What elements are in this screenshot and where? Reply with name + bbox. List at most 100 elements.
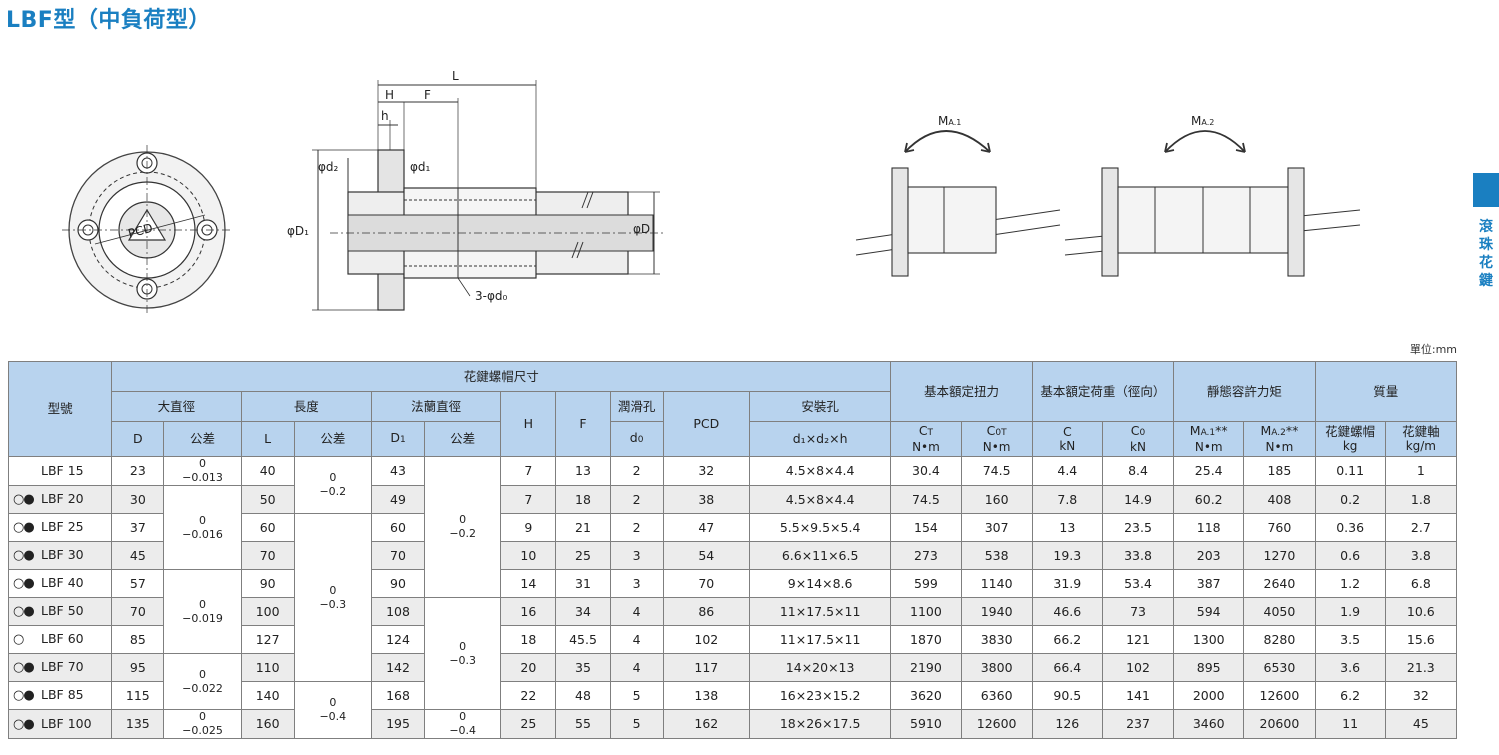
table-cell: 102	[1101, 653, 1175, 682]
table-cell: 9×14×8.6	[748, 569, 892, 598]
table-cell: 5	[609, 681, 664, 710]
col-flange-dia: 法蘭直徑	[370, 391, 502, 422]
front-view	[62, 145, 232, 315]
dim-d-big1: φD₁	[287, 224, 309, 238]
table-cell: 3	[609, 569, 664, 598]
table-cell: 2640	[1243, 569, 1316, 598]
table-cell: 57	[111, 569, 165, 598]
table-cell: 160	[240, 709, 295, 739]
table-cell: 594	[1173, 597, 1245, 626]
col-nut-dims: 花鍵螺帽尺寸	[111, 361, 892, 392]
table-cell: 23.5	[1101, 513, 1175, 542]
section-side-label: 滾珠花鍵	[1479, 219, 1493, 289]
table-cell: 70	[370, 541, 426, 570]
table-cell: 21.3	[1384, 653, 1458, 682]
table-cell: 3	[609, 541, 664, 570]
table-cell: 4	[609, 597, 664, 626]
dim-d1: φd₁	[410, 160, 431, 174]
table-cell: 90.5	[1031, 681, 1103, 710]
page-title: LBF型（中負荷型）	[6, 8, 211, 33]
moment-view-1	[855, 130, 1061, 277]
table-cell: 14.9	[1101, 485, 1175, 514]
table-cell: 2190	[890, 653, 962, 682]
table-cell: 115	[111, 681, 165, 710]
table-cell: 60.2	[1173, 485, 1245, 514]
table-cell: 18	[500, 625, 557, 654]
table-cell: 60	[370, 513, 426, 542]
table-cell: 538	[960, 541, 1033, 570]
table-cell: 237	[1101, 709, 1175, 739]
moment-view-2	[1064, 130, 1361, 277]
table-cell: 45	[111, 541, 165, 570]
table-cell: 70	[662, 569, 750, 598]
table-cell: 4.5×8×4.4	[748, 485, 892, 514]
table-cell: 30	[111, 485, 165, 514]
table-cell: 50	[240, 485, 295, 514]
table-cell: 3.6	[1314, 653, 1386, 682]
table-cell: 95	[111, 653, 165, 682]
table-cell: 90	[370, 569, 426, 598]
table-cell: 40	[240, 456, 295, 486]
table-cell: 70	[111, 597, 165, 626]
tolerance-cell: 0−0.016	[163, 485, 242, 570]
table-cell: 141	[1101, 681, 1175, 710]
table-cell: 0.36	[1314, 513, 1386, 542]
col-d-tol: 公差	[163, 421, 242, 457]
pcd-label: PCD	[127, 221, 155, 241]
table-cell: 5.5×9.5×5.4	[748, 513, 892, 542]
dim-h-upper: H	[385, 88, 394, 102]
table-cell: 43	[370, 456, 426, 486]
table-cell: 66.2	[1031, 625, 1103, 654]
table-cell: 387	[1173, 569, 1245, 598]
table-row: ○●LBF 40 57 0−0.019 90 90 14 31 3 70 9×1…	[7, 569, 1458, 654]
tolerance-cell: 0−0.3	[293, 513, 372, 682]
col-load: 基本額定荷重（徑向）	[1031, 361, 1175, 422]
table-cell: 20600	[1243, 709, 1316, 739]
col-length: 長度	[240, 391, 372, 422]
unit-label: 單位:mm	[1409, 343, 1457, 356]
col-ma2: MA.2**N•m	[1243, 421, 1316, 457]
table-cell: 3460	[1173, 709, 1245, 739]
dim-h-lower: h	[381, 109, 389, 123]
table-cell: 32	[1384, 681, 1458, 710]
table-cell: 168	[370, 681, 426, 710]
table-cell: 19.3	[1031, 541, 1103, 570]
table-cell: 273	[890, 541, 962, 570]
col-d: D	[111, 421, 165, 457]
tolerance-cell: 0−0.013	[163, 456, 242, 486]
table-cell: 7.8	[1031, 485, 1103, 514]
table-cell: 5910	[890, 709, 962, 739]
table-cell: 74.5	[890, 485, 962, 514]
table-cell: 47	[662, 513, 750, 542]
table-row: ○●LBF 50 70 100 108 0−0.3 16 34 4 86 11×…	[7, 597, 1458, 710]
col-mount-fmt: d₁×d₂×h	[748, 421, 892, 457]
table-cell: 30.4	[890, 456, 962, 486]
table-cell: 121	[1101, 625, 1175, 654]
table-cell: 34	[555, 597, 611, 626]
tolerance-cell: 0−0.2	[424, 456, 502, 598]
table-cell: 37	[111, 513, 165, 542]
tolerance-cell: 0−0.4	[424, 709, 502, 739]
table-cell: 4	[609, 653, 664, 682]
table-cell: 11	[1314, 709, 1386, 739]
table-cell: 1940	[960, 597, 1033, 626]
table-cell: 102	[662, 625, 750, 654]
table-cell: 70	[240, 541, 295, 570]
spec-table: 型號 花鍵螺帽尺寸 基本額定扭力 基本額定荷重（徑向） 靜態容許力矩 質量 大直…	[7, 361, 1458, 739]
tolerance-cell: 0−0.3	[424, 597, 502, 710]
table-cell: 7	[500, 456, 557, 486]
dim-f: F	[424, 88, 431, 102]
tolerance-cell: 0−0.022	[163, 653, 242, 710]
table-cell: 73	[1101, 597, 1175, 626]
table-cell: 8280	[1243, 625, 1316, 654]
col-mass: 質量	[1314, 361, 1458, 422]
col-l-tol: 公差	[293, 421, 372, 457]
table-cell: 22	[500, 681, 557, 710]
table-cell: 35	[555, 653, 611, 682]
table-cell: 18×26×17.5	[748, 709, 892, 739]
table-cell: 195	[370, 709, 426, 739]
table-cell: 45	[1384, 709, 1458, 739]
tolerance-cell: 0−0.025	[163, 709, 242, 739]
table-row: ○LBF 60 85 127 124 18 45.5 4 102 11×17.5…	[7, 625, 1458, 654]
